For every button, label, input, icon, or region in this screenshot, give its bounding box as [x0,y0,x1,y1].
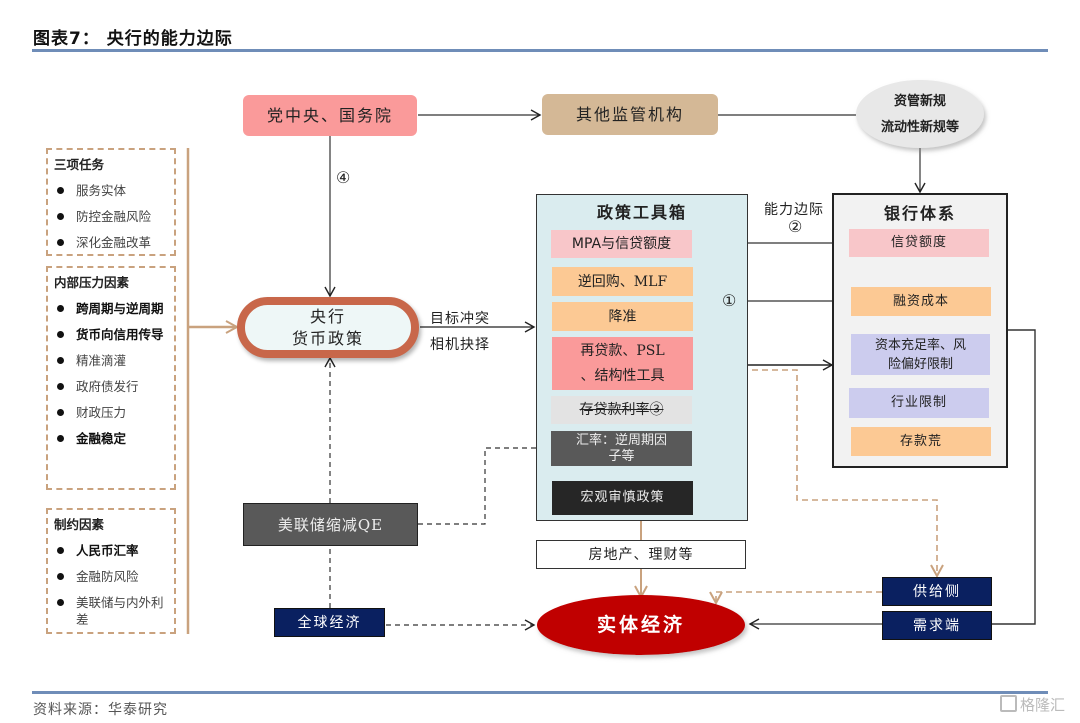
list-item: 人民币汇率 [54,542,168,559]
arrow-supply-to-real-economy [716,591,882,603]
tool-mpa-credit-quota: MPA与信贷额度 [551,230,692,258]
new-rules-line1: 资管新规 [893,94,946,109]
new-rules-line2: 流动性新规等 [880,120,959,135]
arrow-fed-to-exchange-rate [418,442,550,525]
label-discretion: 相机抉择 [430,337,490,353]
footer-rule [32,691,1048,694]
node-new-rules: 资管新规 流动性新规等 [856,88,984,142]
bank-deposit-shortage: 存款荒 [851,427,991,456]
title-rule [32,49,1048,52]
tool-rrr-cut: 降准 [552,302,693,331]
panel-three-tasks: 三项任务 服务实体 防控金融风险 深化金融改革 [46,148,176,256]
tool-deposit-loan-rate: 存贷款利率③ [551,396,692,424]
node-fed-taper: 美联储缩减QE [243,503,418,546]
real-economy-ellipse [537,595,745,655]
arrow-relending-to-supply [692,369,937,576]
new-rules-ellipse [856,80,984,148]
bank-industry-limits: 行业限制 [849,388,989,418]
marker-2: ② [788,217,803,236]
list-item: 货币向信用传导 [54,326,168,343]
relending-line1: 再贷款、PSL [580,342,665,359]
label-goal-conflict: 目标冲突 [430,311,490,327]
list-item: 精准滴灌 [54,352,168,369]
tool-exchange-rate: 汇率：逆周期因 子等 [551,431,692,466]
node-global-economy: 全球经济 [274,608,385,637]
tool-macroprudential: 宏观审慎政策 [552,481,693,515]
bank-capital-adequacy: 资本充足率、风 险偏好限制 [851,334,990,375]
bank-funding-cost: 融资成本 [851,287,991,316]
figure-title: 图表7： 央行的能力边际 [33,29,233,49]
tool-relending-psl: 再贷款、PSL 、结构性工具 [552,337,693,390]
node-real-estate-wealth: 房地产、理财等 [536,540,746,569]
relending-line2: 、结构性工具 [580,367,665,384]
node-demand-side: 需求端 [882,611,992,640]
panel-constraints: 制约因素 人民币汇率 金融防风险 美联储与内外利差 [46,508,176,634]
list-item: 美联储与内外利差 [54,594,168,628]
node-other-regulators: 其他监管机构 [542,94,718,135]
list-item: 财政压力 [54,404,168,421]
watermark-icon [1000,695,1017,712]
node-supply-side: 供给侧 [882,577,992,606]
toolbox-title: 政策工具箱 [596,203,687,222]
panel-heading: 制约因素 [54,517,105,532]
node-party-state-council: 党中央、国务院 [243,95,417,136]
tool-reverse-repo-mlf: 逆回购、MLF [552,267,693,296]
list-item: 深化金融改革 [54,234,168,251]
marker-1: ① [722,291,737,310]
list-item: 跨周期与逆周期 [54,300,168,317]
marker-4: ④ [336,168,351,187]
capital-line2: 险偏好限制 [887,356,953,372]
central-bank-line2: 货币政策 [291,328,364,348]
panel-heading: 内部压力因素 [54,275,130,290]
list-item: 金融稳定 [54,430,168,447]
panel-heading: 三项任务 [54,157,105,172]
node-real-economy: 实体经济 [596,614,685,636]
bank-credit-quota: 信贷额度 [849,229,989,257]
list-item: 服务实体 [54,182,168,199]
exchange-rate-line2: 子等 [608,448,635,464]
bank-system-title: 银行体系 [883,204,956,223]
panel-internal-pressure: 内部压力因素 跨周期与逆周期 货币向信用传导 精准滴灌 政府债发行 财政压力 金… [46,266,176,490]
list-item: 金融防风险 [54,568,168,585]
source-note: 资料来源：华泰研究 [33,702,168,718]
exchange-rate-line1: 汇率：逆周期因 [575,432,667,448]
watermark-logo: 格隆汇 [1000,694,1065,715]
line-bank-to-demand [992,329,1036,625]
capital-line1: 资本充足率、风 [874,337,966,353]
watermark-text: 格隆汇 [1020,696,1066,714]
list-item: 政府债发行 [54,378,168,395]
list-item: 防控金融风险 [54,208,168,225]
node-central-bank-monetary-policy: 央行 货币政策 [237,297,419,358]
central-bank-line1: 央行 [309,306,346,326]
label-capability-margin: 能力边际 [764,202,824,218]
